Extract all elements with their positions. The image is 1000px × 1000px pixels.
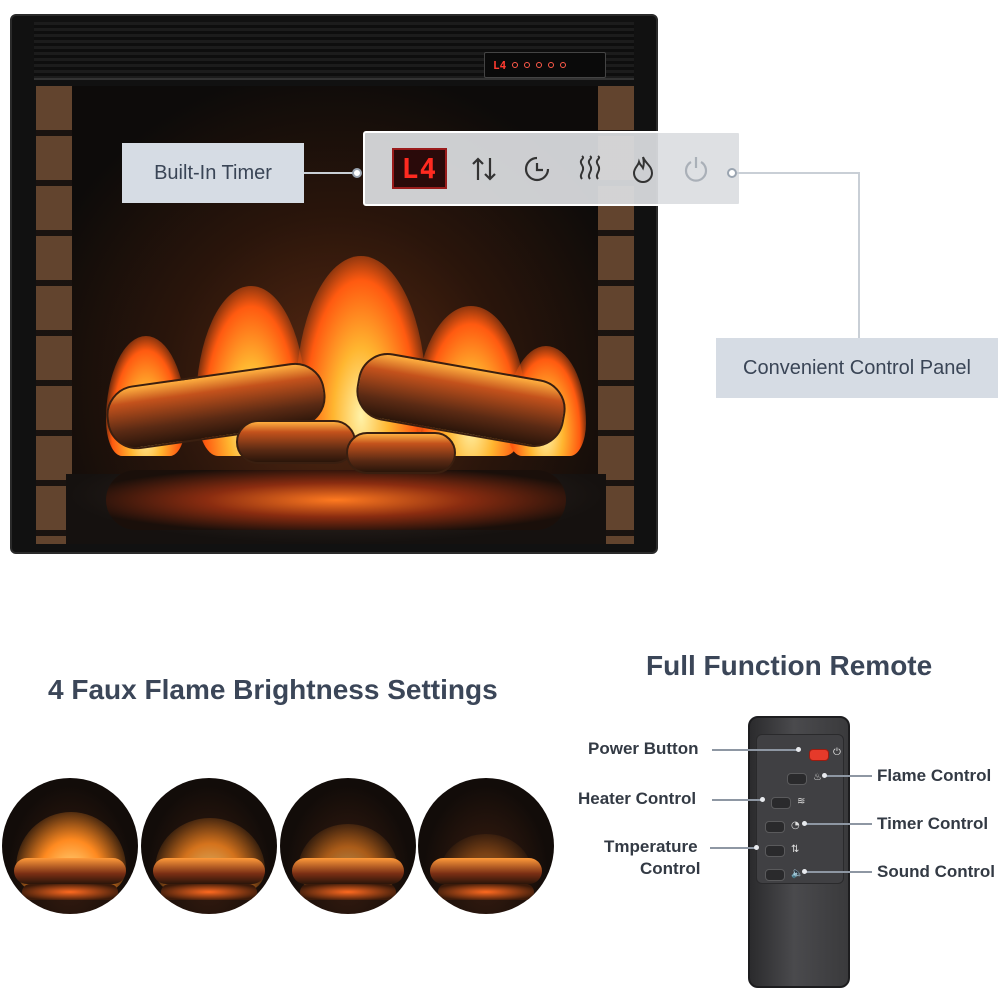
timer-icon: ◔ xyxy=(791,820,800,831)
heater-leader-line xyxy=(712,799,762,801)
sound-control-label: Sound Control xyxy=(877,862,996,881)
mini-heat-icon xyxy=(536,62,543,68)
panel-leader-line-h xyxy=(737,172,860,174)
sound-leader-line xyxy=(806,871,872,873)
power-leader-dot xyxy=(796,747,801,752)
flame-icon xyxy=(627,153,659,185)
brightness-level-4 xyxy=(418,778,554,914)
panel-leader-node xyxy=(727,168,737,178)
remote-control: ⏻ ♨ ≋ ◔ ⇅ 🔈 xyxy=(748,716,850,988)
embers xyxy=(161,884,257,900)
timer-leader-line xyxy=(806,823,872,825)
control-panel-label: Convenient Control Panel xyxy=(716,338,998,398)
flame-leader-dot xyxy=(822,773,827,778)
temperature-arrows-icon: ⇅ xyxy=(791,844,800,855)
timer-control-label: Timer Control xyxy=(877,814,989,833)
mini-temp-icon xyxy=(512,62,519,68)
temperature-control-label-line1: Tmperature xyxy=(604,837,698,856)
remote-button-panel: ⏻ ♨ ≋ ◔ ⇅ 🔈 xyxy=(756,734,844,884)
log xyxy=(346,432,456,474)
built-in-timer-label: Built-In Timer xyxy=(122,143,304,203)
power-button-label: Power Button xyxy=(588,739,699,758)
glowing-embers xyxy=(106,470,566,530)
flame-leader-line xyxy=(826,775,872,777)
temperature-arrows-icon xyxy=(468,153,500,185)
top-vent-panel: L4 xyxy=(34,22,634,80)
log xyxy=(430,858,542,884)
heat-icon: ≋ xyxy=(797,796,806,807)
temperature-leader-line xyxy=(710,847,756,849)
heater-control-label: Heater Control xyxy=(578,789,697,808)
flame-control-label: Flame Control xyxy=(877,766,992,785)
log xyxy=(292,858,404,884)
mini-flame-icon xyxy=(548,62,555,68)
remote-temperature-button[interactable] xyxy=(765,845,785,857)
brightness-level-1 xyxy=(2,778,138,914)
timer-leader-line xyxy=(304,172,356,174)
remote-power-button[interactable] xyxy=(809,749,829,761)
log xyxy=(153,858,265,884)
brightness-title: 4 Faux Flame Brightness Settings xyxy=(48,674,498,705)
timer-leader-dot xyxy=(802,821,807,826)
remote-flame-button[interactable] xyxy=(787,773,807,785)
control-panel-closeup: L4 xyxy=(363,131,741,206)
temperature-control-label-line2: Control xyxy=(640,859,701,878)
power-icon xyxy=(680,153,712,185)
temperature-leader-dot xyxy=(754,845,759,850)
timer-leader-node xyxy=(352,168,362,178)
remote-timer-button[interactable] xyxy=(765,821,785,833)
log xyxy=(236,420,356,464)
sound-icon: 🔈 xyxy=(791,868,804,879)
brick-liner-left xyxy=(36,86,72,544)
remote-title: Full Function Remote xyxy=(646,650,933,681)
embers xyxy=(438,884,534,900)
flame-icon: ♨ xyxy=(813,772,822,783)
power-leader-line xyxy=(712,749,798,751)
remote-sound-button[interactable] xyxy=(765,869,785,881)
brightness-level-3 xyxy=(280,778,416,914)
embers xyxy=(300,884,396,900)
heat-icon xyxy=(574,153,606,185)
mini-control-panel: L4 xyxy=(484,52,606,78)
heater-leader-dot xyxy=(760,797,765,802)
mini-power-icon xyxy=(560,62,567,68)
sound-leader-dot xyxy=(802,869,807,874)
remote-heater-button[interactable] xyxy=(771,797,791,809)
panel-leader-line-v xyxy=(858,172,860,338)
mini-led-display: L4 xyxy=(493,58,507,72)
led-display: L4 xyxy=(391,148,448,189)
power-icon: ⏻ xyxy=(833,747,841,758)
mini-timer-icon xyxy=(524,62,531,68)
fireplace-insert: L4 xyxy=(10,14,658,554)
embers xyxy=(22,884,118,900)
timer-icon xyxy=(521,153,553,185)
log xyxy=(14,858,126,884)
brightness-level-2 xyxy=(141,778,277,914)
